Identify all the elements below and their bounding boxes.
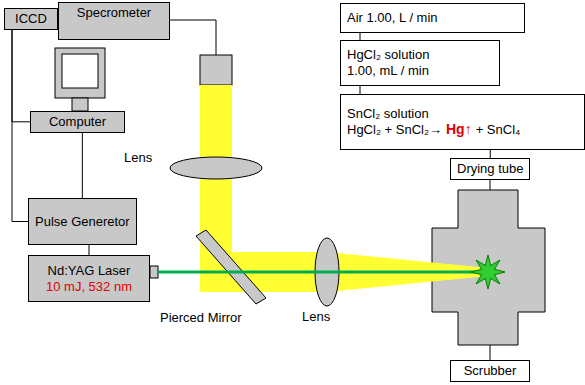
connector-line xyxy=(12,30,28,222)
connector-line xyxy=(490,150,491,158)
connector-line xyxy=(360,86,361,94)
monitor-screen xyxy=(62,54,98,88)
reaction-text: + SnCl₄ xyxy=(476,122,521,138)
connector-line xyxy=(12,30,30,122)
connector-line xyxy=(89,245,90,255)
reaction-text: HgCl₂ + SnCl₂→ xyxy=(347,122,442,138)
fiber-line xyxy=(170,20,216,55)
node-label: ICCD xyxy=(15,11,47,27)
connector-line xyxy=(360,33,361,40)
node-label: Pulse Generetor xyxy=(35,214,130,230)
detector-box: ICCD xyxy=(4,8,58,30)
exhaust-line xyxy=(490,345,491,360)
pulse-generator-box: Pulse Generetor xyxy=(28,198,137,245)
light-collector xyxy=(200,55,232,85)
reductant-box: SnCl₂ solutionHgCl₂ + SnCl₂→Hg↑+ SnCl₄ xyxy=(340,94,585,150)
product-highlight: Hg↑ xyxy=(446,121,472,138)
scrubber-box: Scrubber xyxy=(450,360,530,382)
laser-box: Nd:YAG Laser10 mJ, 532 nm xyxy=(28,255,150,302)
upper-lens xyxy=(170,157,262,179)
node-label: HgCl₂ solution 1.00, mL / min xyxy=(347,47,445,78)
node-label: Drying tube xyxy=(457,161,523,177)
air-flow-box: Air 1.00, L / min xyxy=(340,3,525,33)
plasma-spark xyxy=(471,255,505,289)
mirror-label: Pierced Mirror xyxy=(160,310,242,326)
node-label: Specrometer xyxy=(77,5,151,21)
node-sublabel: 10 mJ, 532 nm xyxy=(46,279,132,295)
laser-port xyxy=(150,266,158,278)
drying-tube-box: Drying tube xyxy=(450,158,530,180)
node-title: SnCl₂ solution xyxy=(347,106,578,122)
node-label: Computer xyxy=(49,114,106,130)
lens-label: Lens xyxy=(124,150,152,166)
gas-line xyxy=(490,180,491,190)
computer-box: Computer xyxy=(30,111,125,133)
node-label: Nd:YAG Laser xyxy=(48,263,131,279)
laser-beam xyxy=(158,271,488,274)
connector-line xyxy=(82,133,83,198)
pierced-mirror xyxy=(196,230,266,304)
monitor-stand xyxy=(72,98,88,111)
monitor-frame xyxy=(55,48,105,98)
spectrometer-box: Specrometer xyxy=(58,2,170,40)
node-label: Air 1.00, L / min xyxy=(347,10,438,26)
lens-label: Lens xyxy=(302,309,330,325)
node-label: Scrubber xyxy=(464,363,517,379)
sample-flow-box: HgCl₂ solution 1.00, mL / min xyxy=(340,40,500,86)
